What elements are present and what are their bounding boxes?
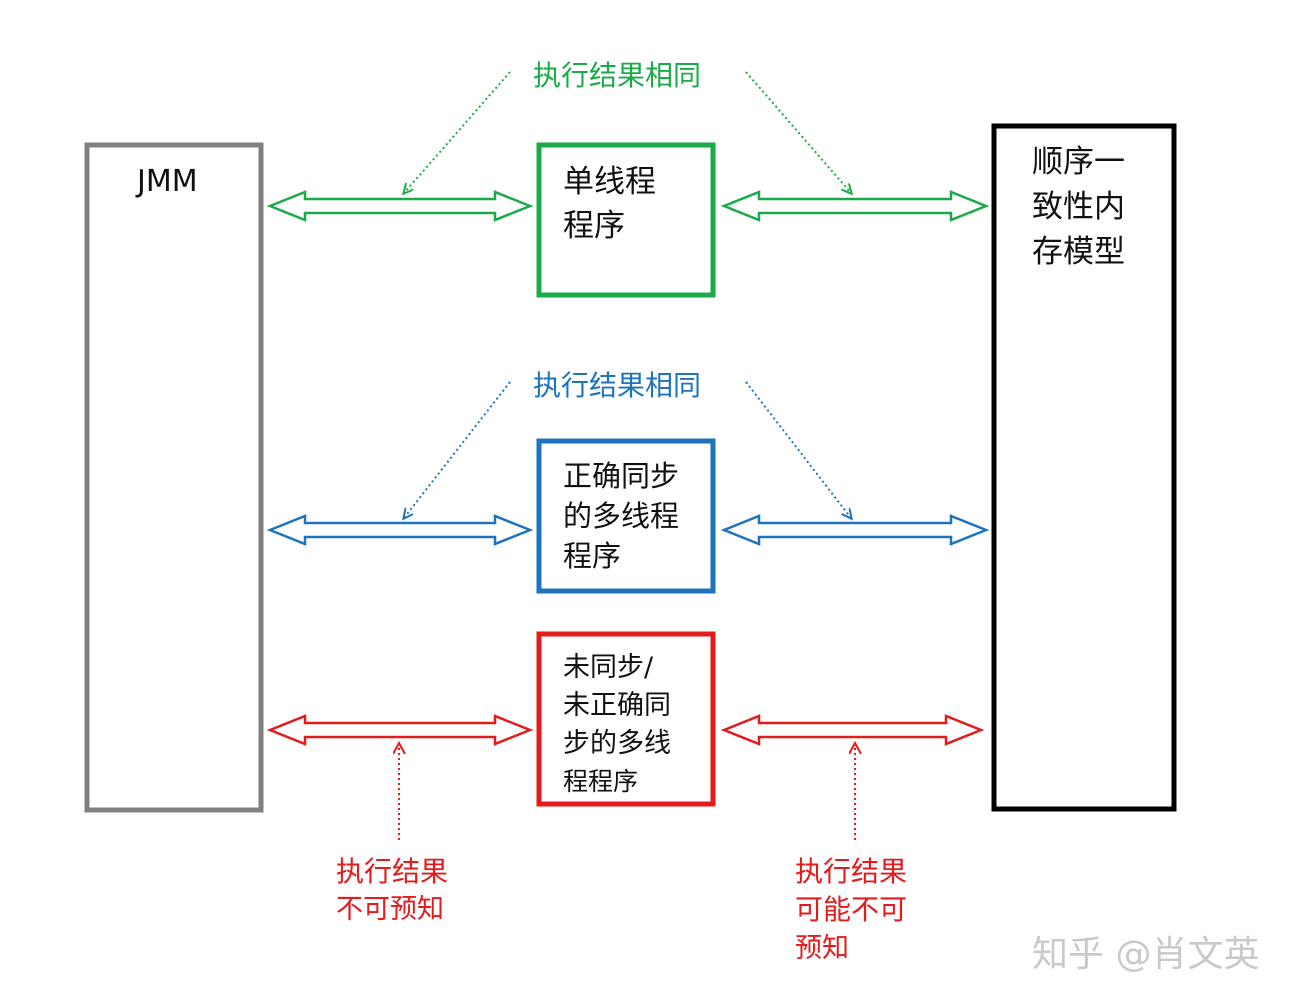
unsync-label-line-3: 步的多线	[563, 728, 671, 759]
jmm-label: JMM	[135, 164, 198, 199]
unsync-right-note-line-3: 预知	[795, 933, 849, 964]
sequential-consistency-label-line-2: 致性内	[1032, 189, 1125, 225]
unsync-left-double-arrow	[266, 714, 534, 746]
unsync-right-note-line-1: 执行结果	[795, 855, 907, 888]
unsync-label-line-1: 未同步/	[563, 652, 654, 683]
correct-sync-box	[536, 438, 716, 594]
single-left-double-arrow	[266, 190, 534, 222]
unsync-left-note-line-2: 不可预知	[336, 894, 444, 925]
correct-sync-note-right-dotted-arrow	[745, 381, 851, 518]
unsync-right-note-line-2: 可能不可	[795, 893, 907, 926]
unsync-right-double-arrow	[720, 714, 985, 746]
correct-sync-note-left-dotted-arrow	[404, 381, 511, 518]
zhihu-watermark: 知乎 @肖文英	[1032, 934, 1259, 975]
single-same-result-note: 执行结果相同	[533, 59, 701, 92]
single-thread-label-line-2: 程序	[563, 208, 625, 244]
correct-sync-right-double-arrow	[720, 514, 990, 546]
single-note-left-dotted-arrow	[404, 71, 511, 193]
sequential-consistency-label-line-3: 存模型	[1032, 234, 1125, 270]
sequential-consistency-box	[991, 123, 1177, 812]
correct-sync-label-line-1: 正确同步	[563, 459, 679, 493]
single-right-double-arrow	[720, 190, 990, 222]
sequential-consistency-label-line-1: 顺序一	[1032, 144, 1125, 180]
unsync-label-line-4: 程程序	[563, 767, 638, 796]
unsync-box	[536, 631, 716, 807]
jmm-box	[84, 142, 264, 813]
single-thread-label-line-1: 单线程	[563, 164, 656, 200]
unsync-left-note-line-1: 执行结果	[336, 855, 448, 888]
unsync-label-line-2: 未正确同	[563, 690, 671, 721]
correct-sync-left-double-arrow	[266, 514, 534, 546]
single-note-right-dotted-arrow	[745, 71, 851, 193]
correct-sync-label-line-3: 程序	[563, 539, 621, 573]
single-thread-box	[536, 142, 716, 298]
correct-sync-same-result-note: 执行结果相同	[533, 369, 701, 402]
correct-sync-label-line-2: 的多线程	[563, 499, 679, 533]
